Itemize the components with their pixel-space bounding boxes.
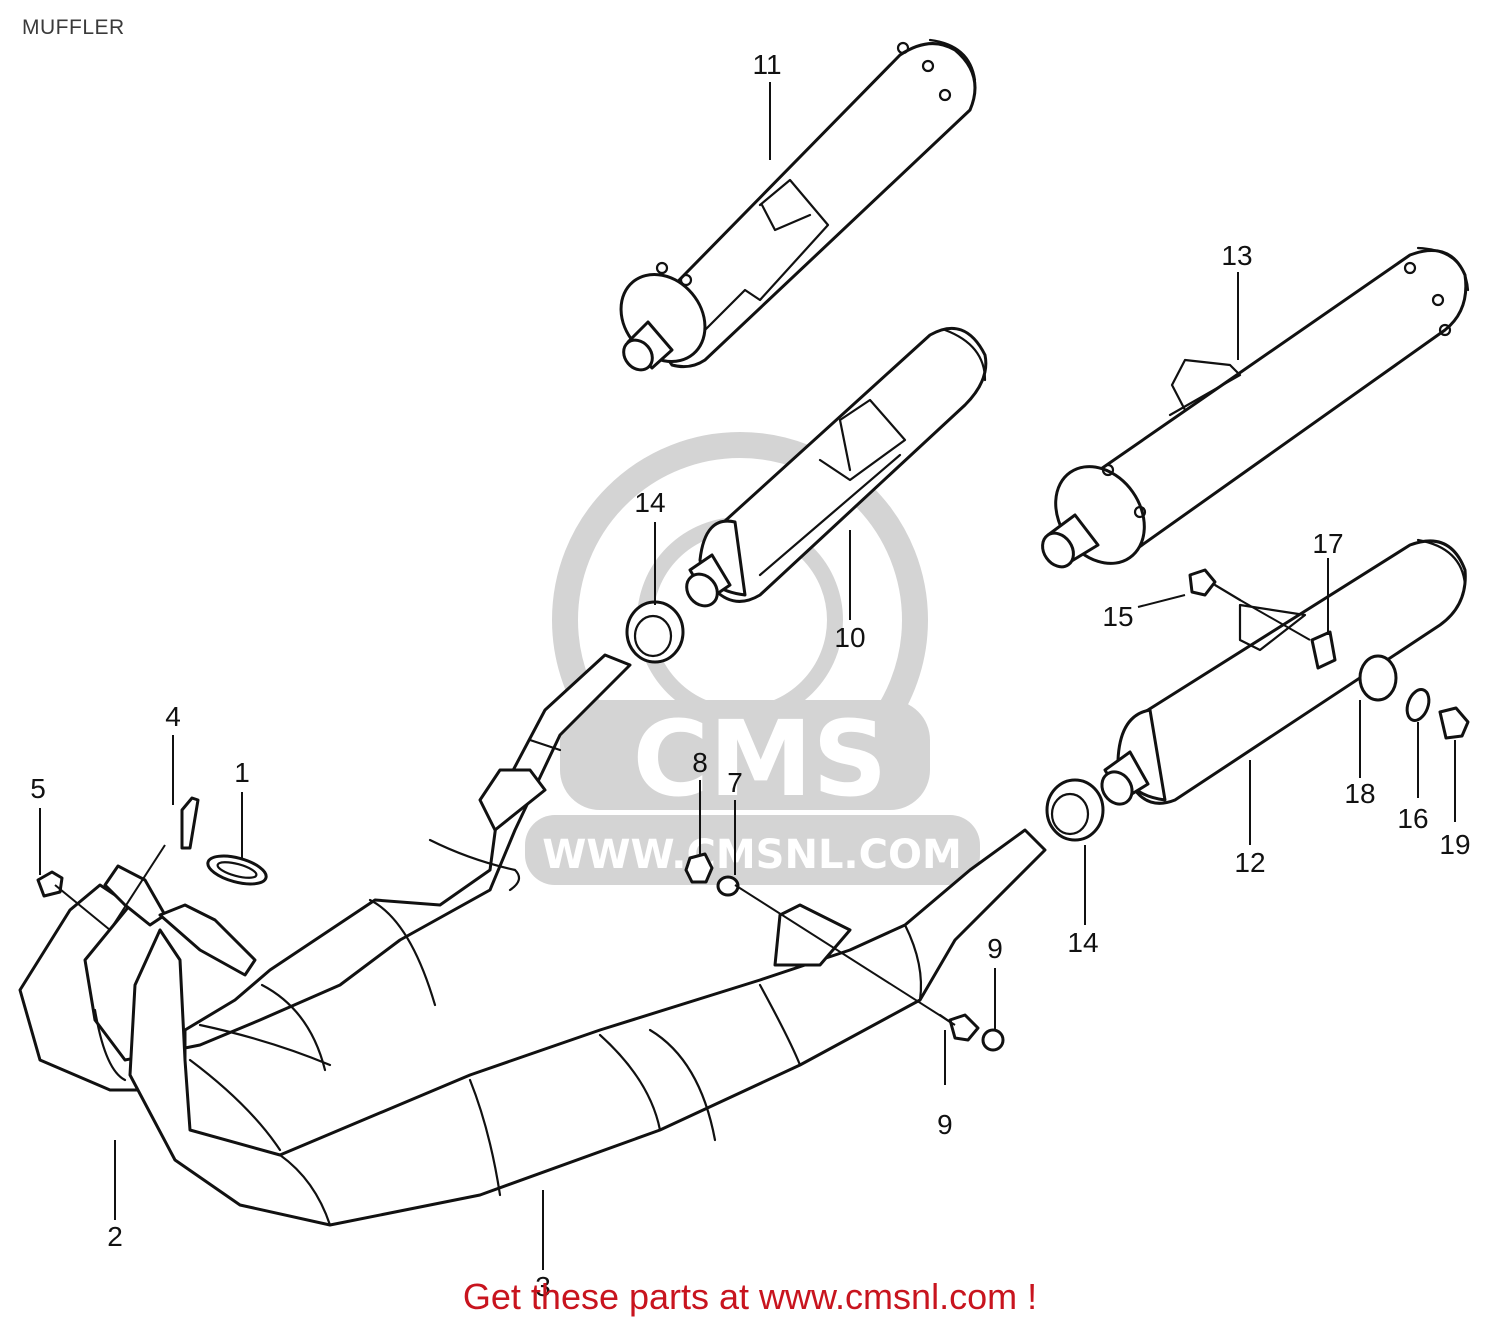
callout-3: 3: [535, 1271, 551, 1302]
callout-6: 6: [937, 1109, 953, 1140]
muffler-13: [1041, 246, 1470, 569]
callout-5: 5: [30, 773, 46, 804]
flange-plate-rear: [158, 903, 257, 977]
callout-7: 7: [727, 767, 743, 798]
watermark-brand-plate: [560, 700, 930, 810]
muffler-12: [1100, 538, 1467, 806]
callout-12: 12: [1234, 847, 1265, 878]
callout-1: 1: [234, 757, 250, 788]
nut-5: [36, 870, 64, 898]
watermark-url-plate: [525, 815, 980, 885]
callout-2: 2: [107, 1221, 123, 1252]
watermark-brand: CMS: [633, 698, 888, 820]
watermark-url: WWW.CMSNL.COM: [542, 832, 962, 878]
connector-joint-14-lower: [1045, 778, 1105, 842]
leader-lines: [39, 82, 1456, 1270]
footer-link-text[interactable]: Get these parts at www.cmsnl.com !: [462, 1276, 1038, 1317]
callout-18: 18: [1344, 778, 1375, 809]
cushion-18: [1358, 654, 1398, 702]
gasket-1: [206, 854, 268, 886]
callout-19: 19: [1439, 829, 1470, 860]
exhaust-pipe-3: [128, 828, 1047, 1227]
flange-parts: [36, 796, 268, 977]
collar-17: [1310, 630, 1337, 670]
callout-13: 13: [1221, 240, 1252, 271]
nut-8: [684, 852, 714, 884]
callout-15: 15: [1102, 601, 1133, 632]
callouts: 1 2 3 4 5 6 7 8 9 10 11 12 13 14 14 15 1…: [30, 49, 1470, 1302]
callout-4: 4: [165, 701, 181, 732]
watermark: CMS WWW.CMSNL.COM: [525, 432, 980, 885]
cap-9: [981, 1028, 1005, 1052]
bolt-6: [948, 1013, 980, 1042]
stud-bolt-4: [180, 796, 200, 850]
hardware: [684, 568, 1470, 1052]
muffler-11: [619, 38, 977, 372]
muffler-10: [685, 326, 988, 608]
callout-14-upper: 14: [634, 487, 665, 518]
page-title: MUFFLER: [22, 16, 125, 39]
callout-14-lower: 14: [1067, 927, 1098, 958]
callout-11: 11: [752, 49, 781, 80]
callout-16: 16: [1397, 803, 1428, 834]
callout-9: 9: [987, 933, 1003, 964]
exhaust-pipe-2: [18, 653, 632, 1092]
bolt-15: [1188, 568, 1217, 597]
callout-8: 8: [692, 747, 708, 778]
callout-17: 17: [1312, 528, 1343, 559]
nut-19: [1438, 706, 1470, 740]
callout-10: 10: [834, 622, 865, 653]
washer-16: [1405, 688, 1431, 722]
